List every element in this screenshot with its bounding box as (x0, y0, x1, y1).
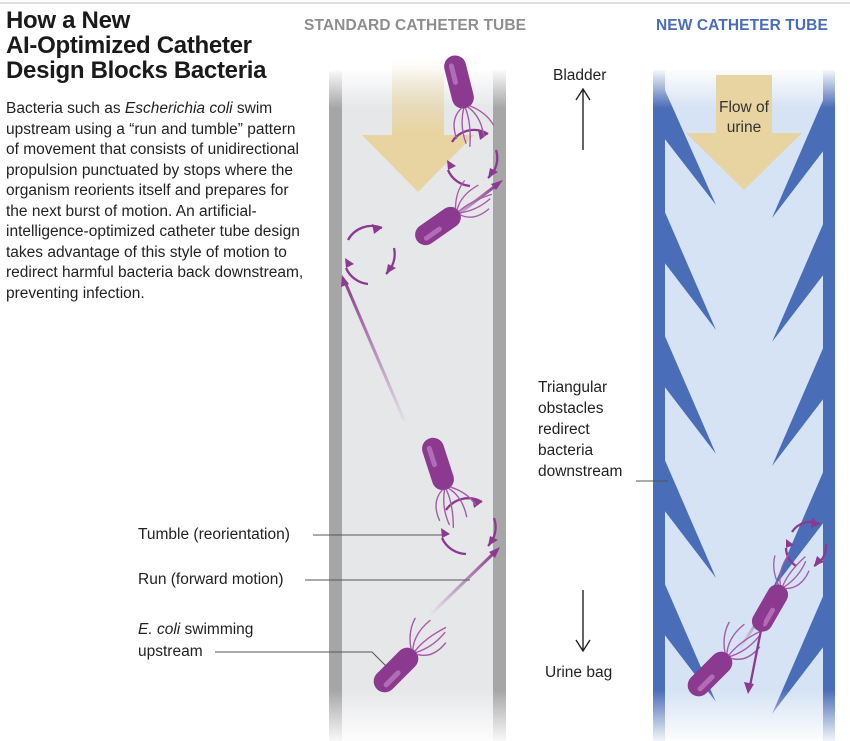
obstacles-label: Triangular obstacles redirect bacteria d… (538, 377, 622, 482)
intro-part-1: Bacteria such as (6, 100, 125, 117)
new-tube-header: NEW CATHETER TUBE (656, 17, 828, 34)
arrowhead-middle (341, 275, 349, 287)
run-path-lower (428, 549, 498, 617)
obstacles-line-2: obstacles (538, 400, 604, 417)
standard-tube-header: STANDARD CATHETER TUBE (304, 17, 527, 34)
new-flow-arrow (686, 75, 802, 190)
new-tube-left-wall (653, 70, 665, 741)
redirect-downstream-arrow (744, 619, 765, 694)
flow-label-line-2: urine (726, 119, 762, 136)
title-line-2: AI-Optimized Catheter (6, 32, 252, 59)
triangular-obstacles (664, 88, 824, 714)
obstacle-left-3 (664, 334, 716, 454)
obstacle-left-1 (664, 88, 716, 205)
obstacle-left-4 (664, 458, 716, 578)
arrowhead-upper (491, 180, 503, 190)
obstacles-line-4: bacteria (538, 442, 594, 459)
ecoli-leader (215, 651, 389, 669)
standard-tube-left-wall (329, 70, 342, 741)
tumble-arrowheads (345, 130, 824, 566)
new-tube-bottom-fade (649, 690, 839, 741)
ecoli-label: E. coli swimming upstream (138, 619, 253, 663)
obstacle-left-2 (664, 210, 716, 330)
leader-lines (215, 480, 668, 669)
obstacle-right-5 (772, 594, 824, 714)
standard-tube-right-wall (493, 70, 506, 741)
tumble-label: Tumble (reorientation) (138, 526, 290, 543)
standard-flow-arrow (362, 60, 474, 192)
intro-species: Escherichia coli (124, 100, 233, 117)
ecoli-rest: swimming (180, 621, 254, 638)
title-line-1: How a New (6, 7, 130, 34)
obstacle-right-2 (772, 222, 824, 342)
run-arrowheads (341, 180, 503, 558)
bladder-label: Bladder (553, 67, 607, 84)
obstacle-right-3 (772, 346, 824, 466)
ecoli-label-line-2: upstream (138, 643, 203, 660)
obstacles-line-1: Triangular (538, 379, 608, 396)
urine-bag-label: Urine bag (545, 664, 613, 681)
ecoli-label-line-1: E. coli swimming (138, 619, 253, 641)
flow-of-urine-label: Flow of urine (704, 98, 784, 138)
title-line-3: Design Blocks Bacteria (6, 57, 267, 84)
flow-label-line-1: Flow of (719, 99, 769, 116)
new-tube-right-wall (823, 70, 835, 741)
run-label: Run (forward motion) (138, 571, 284, 588)
urine-bag-arrow (575, 590, 591, 653)
obstacle-right-1 (772, 98, 824, 218)
bladder-arrow (575, 87, 591, 150)
standard-tube-bottom-fade (325, 690, 511, 741)
intro-text: Bacteria such as Escherichia coli swim u… (6, 99, 306, 304)
arrowhead-lower (489, 547, 500, 558)
intro-part-2: swim upstream using a “run and tumble” p… (6, 100, 304, 302)
direction-arrows (575, 87, 591, 653)
ecoli-italic: E. coli (138, 621, 181, 638)
run-path-middle (343, 280, 406, 422)
obstacles-line-5: downstream (538, 463, 623, 480)
page-title: How a New AI-Optimized Catheter Design B… (6, 8, 296, 83)
obstacles-line-3: redirect (538, 421, 590, 438)
